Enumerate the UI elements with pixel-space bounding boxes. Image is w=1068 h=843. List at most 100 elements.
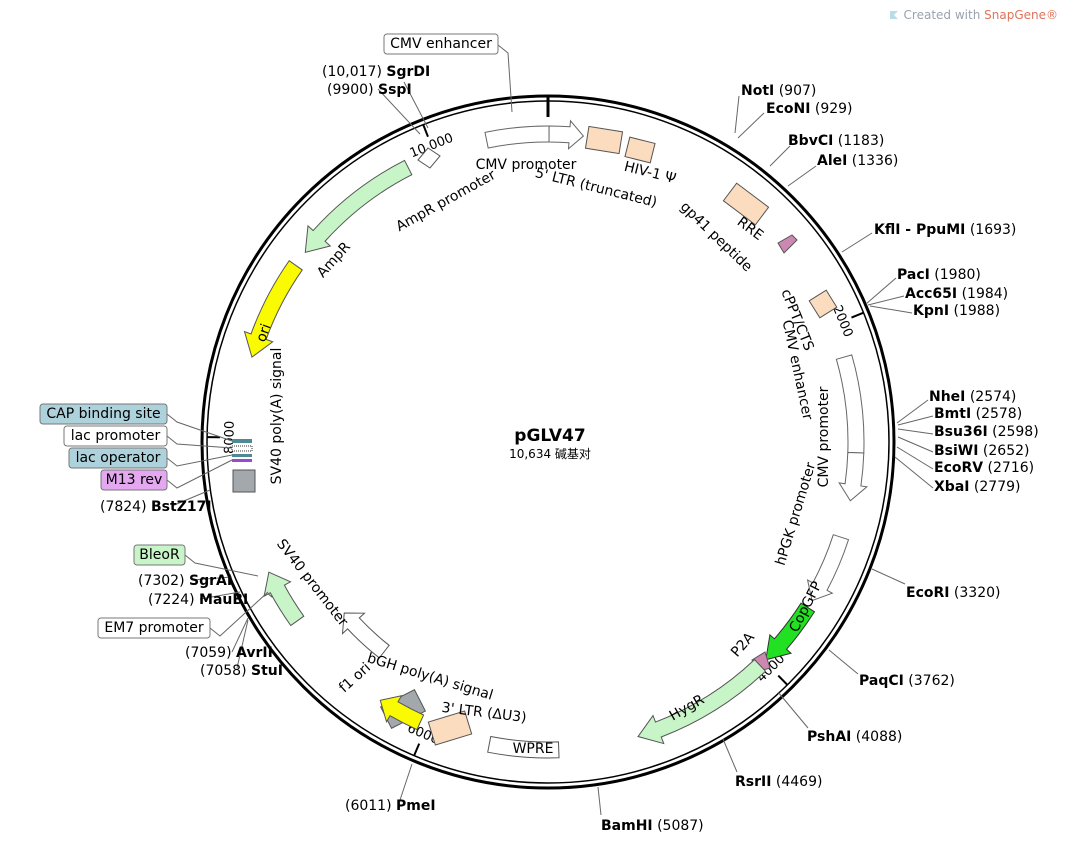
- cmv-promoter-right-arrow: [838, 451, 869, 502]
- site-leader-line: [777, 691, 809, 729]
- feature-label: CMV promoter: [816, 386, 832, 487]
- restriction-site-label[interactable]: EcoRV (2716): [934, 460, 1034, 476]
- feature-box-label: lac promoter: [71, 428, 161, 444]
- lac-operator-mark: [232, 454, 252, 457]
- tick-mark: [851, 311, 864, 319]
- restriction-site-label[interactable]: (9900) SspI: [327, 82, 412, 98]
- restriction-site-label[interactable]: (7224) MauBI: [148, 592, 248, 608]
- restriction-sites-layer: (10,017) SgrDI (9900) SspI NotI (907) EcoNI…: [100, 64, 1039, 834]
- box-leader-line: [184, 554, 259, 577]
- cppt-cts-block: [808, 289, 838, 319]
- cmv-enhancer-arc: [484, 125, 550, 149]
- restriction-site-label[interactable]: EcoRI (3320): [906, 585, 1001, 601]
- tick-mark: [777, 674, 789, 686]
- ampr-arrow: [304, 159, 413, 254]
- restriction-site-label[interactable]: RsrII (4469): [735, 774, 822, 790]
- site-leader-line: [737, 112, 765, 139]
- restriction-site-label[interactable]: XbaI (2779): [934, 479, 1021, 495]
- restriction-site-label[interactable]: EcoNI (929): [766, 101, 853, 117]
- site-leader-line: [171, 489, 211, 507]
- site-leader-line: [231, 617, 249, 653]
- site-leader-line: [841, 232, 873, 253]
- restriction-site-label[interactable]: KflI - PpuMI (1693): [874, 222, 1016, 238]
- wpre-arc: [487, 735, 560, 759]
- feature-box[interactable]: [97, 617, 211, 639]
- hiv-psi-block: [624, 136, 656, 164]
- site-leader-line: [867, 295, 905, 306]
- restriction-site-label[interactable]: BsiWI (2652): [934, 443, 1029, 459]
- site-leader-line: [236, 619, 249, 669]
- feature-box-label: CMV enhancer: [390, 36, 492, 52]
- feature-box[interactable]: [63, 425, 168, 447]
- 5-ltr-block: [584, 125, 624, 155]
- feature-label: hPGK promoter: [773, 460, 820, 567]
- feature-label: CMV promoter: [476, 157, 577, 173]
- site-leader-line: [871, 568, 906, 585]
- restriction-site-label[interactable]: KpnI (1988): [913, 303, 1000, 319]
- sv40-promoter-arrow: [341, 612, 390, 659]
- feature-box-label: CAP binding site: [46, 406, 160, 422]
- restriction-site-label[interactable]: PaqCI (3762): [859, 673, 955, 689]
- box-leader-line: [166, 435, 233, 449]
- tick-label: 8000: [222, 421, 237, 454]
- snapgene-logo-icon: [889, 11, 898, 19]
- feature-label: ori: [253, 322, 274, 345]
- restriction-site-label[interactable]: AleI (1336): [817, 153, 898, 169]
- plasmid-name: pGLV47: [514, 426, 585, 446]
- credit-prefix: Created with: [903, 8, 985, 22]
- restriction-site-label[interactable]: BmtI (2578): [934, 406, 1022, 422]
- m13-rev-mark: [232, 459, 252, 462]
- restriction-site-label[interactable]: (7302) SgrAI: [138, 573, 232, 589]
- site-leader-line: [597, 786, 602, 816]
- box-leader-line: [166, 454, 233, 467]
- 3-ltr-block: [427, 710, 473, 746]
- copgfp-arrow: [765, 602, 816, 661]
- feature-label: SV40 poly(A) signal: [269, 348, 285, 485]
- ampr-promoter-arrow: [417, 147, 441, 169]
- site-leader-line: [734, 95, 740, 134]
- feature-box[interactable]: [39, 403, 168, 425]
- restriction-site-label[interactable]: PshAI (4088): [807, 729, 902, 745]
- restriction-site-label[interactable]: BbvCI (1183): [788, 133, 884, 149]
- feature-label: CopGFP: [786, 579, 825, 635]
- tick-mark: [413, 743, 421, 757]
- restriction-site-label[interactable]: (7059) AvrII: [185, 645, 273, 661]
- restriction-site-label[interactable]: (7824) BstZ17I: [100, 499, 212, 515]
- features-layer: [231, 119, 869, 759]
- restriction-site-label[interactable]: (10,017) SgrDI: [322, 64, 430, 80]
- feature-label: AmpR promoter: [393, 167, 498, 235]
- restriction-site-label[interactable]: Bsu36I (2598): [934, 424, 1039, 440]
- rre-block: [722, 182, 770, 226]
- feature-label: RRE: [734, 214, 766, 244]
- box-leader-line: [209, 591, 269, 637]
- restriction-site-label[interactable]: NotI (907): [741, 83, 816, 99]
- site-leader-line: [865, 277, 897, 305]
- feature-box-label: M13 rev: [106, 472, 163, 488]
- feature-box[interactable]: [68, 447, 168, 469]
- feature-box-label: BleoR: [139, 547, 180, 563]
- feature-box[interactable]: [100, 469, 168, 491]
- feature-box-label: lac operator: [76, 450, 161, 466]
- site-leader-line: [828, 649, 859, 675]
- feature-box[interactable]: [383, 33, 499, 55]
- gp41-peptide-arrow: [777, 234, 798, 254]
- tick-mark: [422, 124, 429, 138]
- site-leader-line: [722, 738, 738, 773]
- cmv-enhancer-right-arc: [835, 354, 865, 454]
- cap-binding-site-mark: [232, 439, 252, 443]
- lac-promoter-mark: [231, 445, 253, 452]
- site-leader-line: [403, 81, 429, 129]
- feature-box-label: EM7 promoter: [104, 620, 203, 636]
- restriction-site-label[interactable]: NheI (2574): [929, 389, 1016, 405]
- restriction-site-label[interactable]: Acc65I (1984): [905, 286, 1008, 302]
- restriction-site-label[interactable]: (7058) StuI: [200, 663, 283, 679]
- restriction-site-label[interactable]: (6011) PmeI: [345, 798, 436, 814]
- restriction-site-label[interactable]: BamHI (5087): [601, 818, 704, 834]
- box-leader-line: [497, 44, 513, 113]
- restriction-site-label[interactable]: PacI (1980): [897, 267, 981, 283]
- hpgk-promoter-arrow: [806, 534, 850, 602]
- feature-box[interactable]: [133, 544, 186, 566]
- feature-label: WPRE: [513, 741, 554, 757]
- feature-label: P2A: [728, 629, 758, 660]
